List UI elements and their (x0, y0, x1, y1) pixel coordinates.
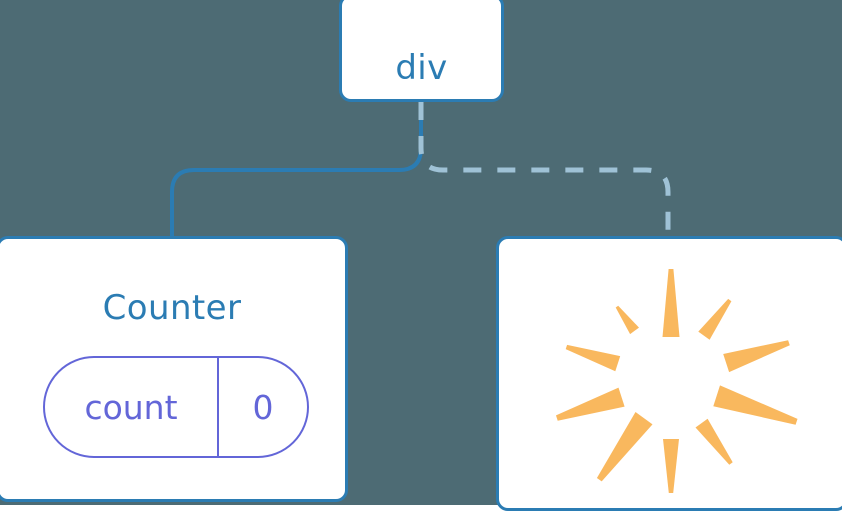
sparkle-burst-icon (556, 269, 798, 493)
spark-ray-1 (698, 298, 732, 340)
state-key: count (45, 358, 219, 456)
spark-ray-8 (565, 344, 621, 372)
spark-ray-5 (663, 439, 679, 493)
node-div-label: div (395, 48, 448, 88)
node-spark[interactable] (496, 236, 842, 511)
spark-ray-2 (723, 340, 790, 373)
state-badge-count[interactable]: count 0 (43, 356, 309, 458)
node-counter[interactable]: Counter count 0 (0, 236, 348, 502)
node-counter-label: Counter (102, 288, 242, 328)
spark-ray-7 (556, 387, 625, 421)
spark-ray-9 (615, 305, 639, 335)
spark-ray-0 (662, 269, 680, 337)
spark-ray-3 (713, 385, 798, 425)
edge-div-spark (418, 102, 671, 238)
spark-ray-6 (596, 412, 653, 482)
node-div[interactable]: div (339, 0, 504, 102)
spark-ray-4 (695, 418, 733, 465)
edge-div-counter (170, 100, 423, 240)
state-value: 0 (252, 387, 274, 427)
